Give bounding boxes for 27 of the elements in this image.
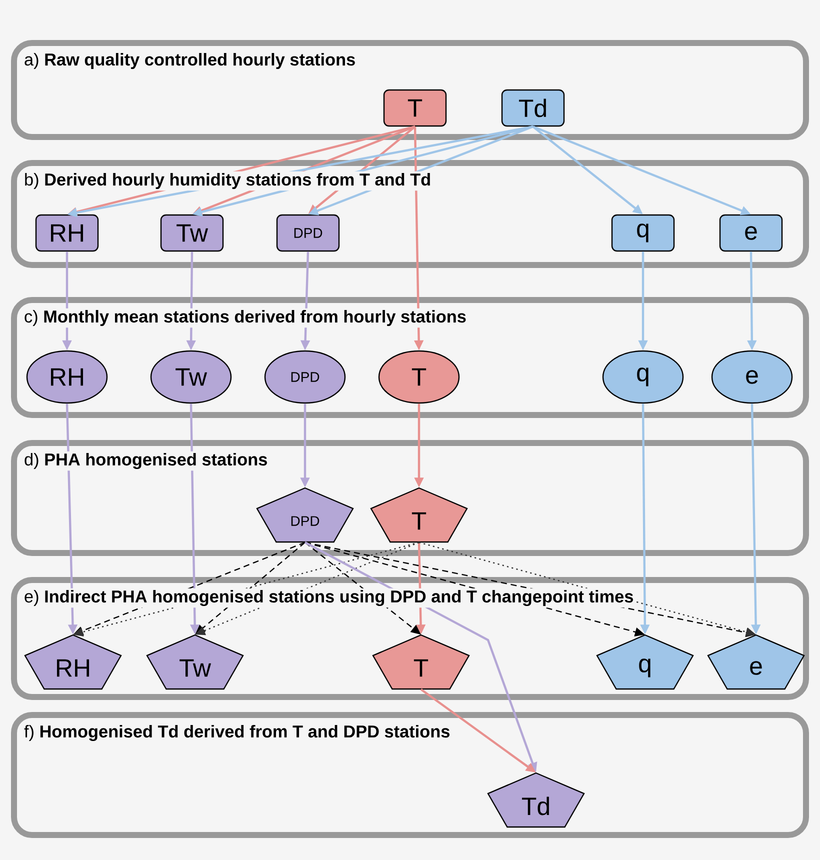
station-pentagon: Td [487, 772, 585, 828]
station-pentagon: Tw [146, 634, 244, 690]
panel-title: e) Indirect PHA homogenised stations using DPD and T changepoint times [22, 588, 636, 608]
station-pentagon: DPD [256, 487, 354, 543]
station-pentagon: T [370, 487, 468, 543]
panel [11, 577, 809, 700]
station-box: Td [501, 89, 565, 127]
station-box: e [719, 214, 783, 252]
station-box: RH [35, 214, 99, 252]
station-box: Tw [160, 214, 224, 252]
panel-title: b) Derived hourly humidity stations from T and Td [22, 171, 433, 191]
panel [11, 160, 809, 268]
panel [11, 297, 809, 418]
panel-title: c) Monthly mean stations derived from hourly stations [22, 308, 468, 328]
station-pentagon: q [596, 634, 694, 690]
station-pentagon: RH [24, 634, 122, 690]
panel-title: a) Raw quality controlled hourly stations [22, 51, 358, 71]
panel-title: d) PHA homogenised stations [22, 451, 270, 471]
station-box: T [383, 89, 447, 127]
station-box: q [611, 214, 675, 252]
panel [11, 440, 809, 556]
station-pentagon: T [372, 634, 470, 690]
station-pentagon: e [707, 634, 805, 690]
panel [11, 40, 809, 140]
station-box: DPD [276, 214, 340, 252]
panel-title: f) Homogenised Td derived from T and DPD stations [22, 723, 452, 743]
panel [11, 712, 809, 838]
